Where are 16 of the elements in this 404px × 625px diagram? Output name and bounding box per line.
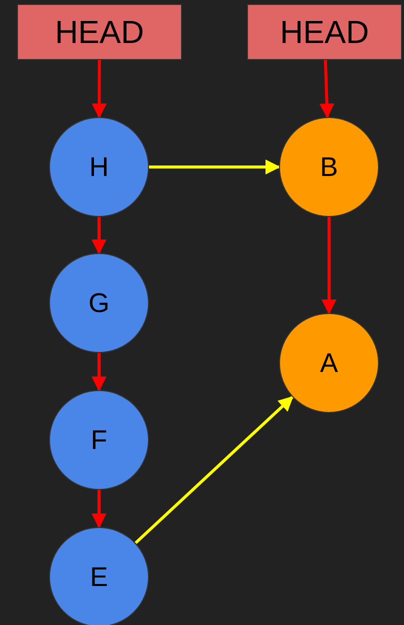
label-box: HEAD: [17, 4, 182, 60]
arrow: [322, 217, 336, 314]
commit-circle: G: [49, 253, 149, 353]
commit-circle: B: [279, 117, 379, 217]
arrow: [319, 60, 334, 119]
arrow: [92, 217, 106, 254]
arrow: [149, 160, 280, 174]
commit-circle: A: [279, 313, 379, 413]
label-box: HEAD: [247, 4, 402, 60]
arrow: [134, 396, 294, 544]
arrow: [92, 353, 106, 392]
commit-circle: H: [49, 117, 149, 217]
commit-circle: E: [49, 527, 149, 625]
arrow: [92, 60, 107, 118]
commit-circle: F: [49, 390, 149, 490]
arrow: [92, 490, 106, 528]
